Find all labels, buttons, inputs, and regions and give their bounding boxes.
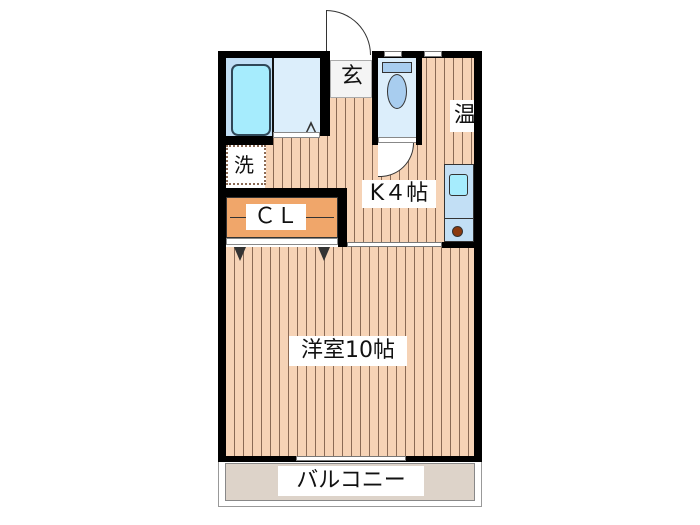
toilet-bowl [387,74,407,109]
western-room-label: 洋室10帖 [289,336,407,366]
wall-right [474,51,482,462]
kitchen-floor-upper [418,58,474,103]
toilet-tank [382,62,412,73]
wall-closet-right [338,188,347,247]
wall-toilet-left [372,58,378,145]
wall-left [218,51,226,462]
balcony-window [296,456,406,461]
wall-top-left [218,51,326,58]
window-top-2 [424,51,442,57]
closet-label: ＣＬ [246,204,306,230]
balcony-label: バルコニー [278,466,424,496]
wall-bath-bottom [218,136,273,145]
wall-toilet-right [416,58,422,145]
kitchen-sink [449,174,468,196]
entrance [330,60,372,98]
front-door-swing [326,10,371,55]
closet-door-marker-right [318,247,330,261]
entrance-label: 玄 [340,64,363,89]
wall-kitchen-bottom-right [442,242,482,248]
sliding-door-kitchen [347,242,442,247]
closet-door-marker-left [234,247,246,261]
laundry-label: 洗 [234,153,254,177]
laundry-space [226,145,266,185]
wall-bath-right [320,51,330,136]
window-top-1 [384,51,402,57]
bathtub [231,64,271,136]
wall-closet-top [218,188,346,197]
kitchen-label: K４帖 [362,180,436,208]
stove-burner [452,226,463,237]
